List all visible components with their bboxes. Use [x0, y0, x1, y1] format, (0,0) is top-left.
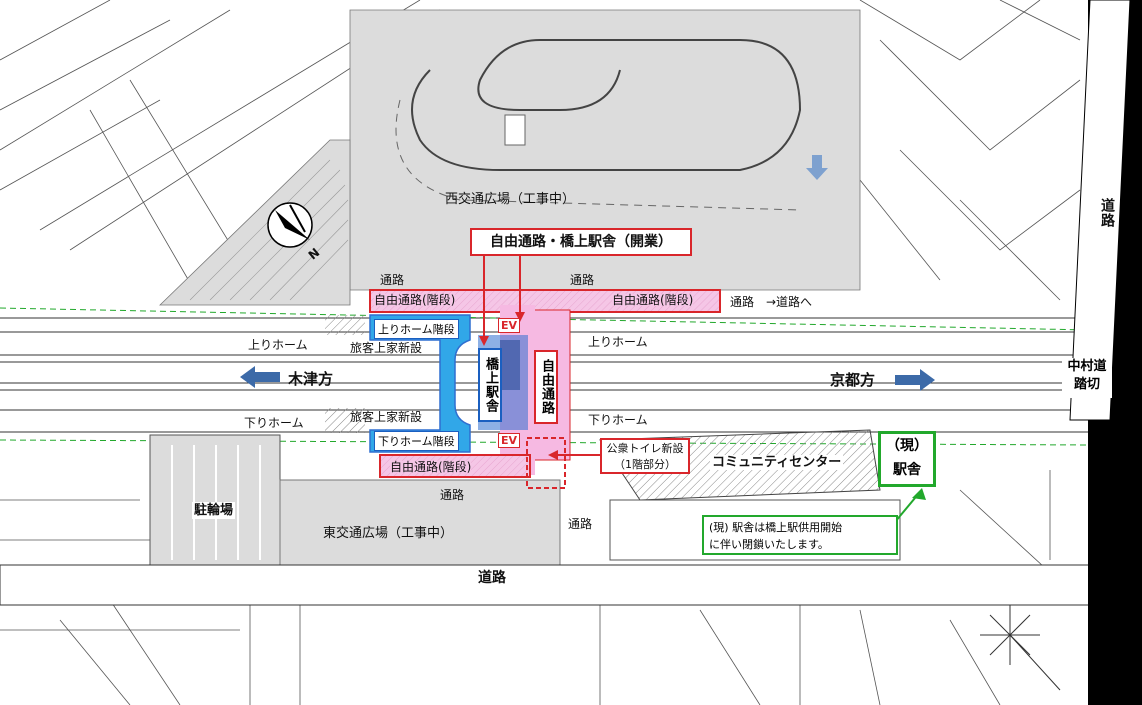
callout-arrowheads [479, 312, 558, 460]
up-platform-stairs-label: 上りホーム階段 [374, 319, 459, 339]
plaza-dashed-line [395, 99, 801, 211]
free-passage-label: 自由通路 [534, 350, 558, 424]
road-label-bottom2: 通路 [568, 517, 593, 531]
road-label-bottom: 通路 [440, 488, 465, 502]
east-plaza-area [279, 479, 561, 571]
west-plaza-label: 西交通広場（工事中） [445, 192, 576, 207]
roof-up-hatch [325, 315, 365, 335]
closure-note-box: (現) 駅舎は橋上駅供用開始 に伴い閉鎖いたします。 [702, 515, 898, 555]
roof-new-up-label: 旅客上家新設 [350, 341, 423, 355]
road-label-top-right: 通路 [570, 273, 595, 287]
kizu-direction-label: 木津方 [288, 370, 334, 388]
compass-rose-icon [980, 605, 1061, 691]
closure-note-arrowhead [912, 488, 926, 500]
arrow-kyoto-icon [895, 369, 935, 391]
road-right [1069, 0, 1131, 421]
nakamura-crossing-label: 中村道踏切 [1062, 358, 1112, 398]
right-road-label: 道路 [1099, 198, 1115, 228]
title-callout: 自由通路・橋上駅舎（開業） [470, 228, 692, 256]
plaza-shelter [504, 114, 526, 146]
compass-line [289, 204, 306, 233]
roof-down-hatch [325, 408, 365, 433]
current-station-line2: 駅舎 [893, 462, 921, 478]
down-platform-label-right: 下りホーム [588, 413, 648, 427]
toilet-callout: 公衆トイレ新設 （1階部分） [600, 438, 690, 474]
community-center-lot [609, 499, 901, 561]
road-to-label: 通路 →道路へ [730, 295, 813, 309]
roof-new-down-label: 旅客上家新設 [350, 410, 423, 424]
community-center-label: コミュニティセンター [710, 455, 844, 470]
station-concourse-blue [369, 314, 471, 453]
up-platform-label-left: 上りホーム [248, 338, 308, 352]
main-road-label: 道路 [478, 570, 506, 586]
current-station-box: （現） 駅舎 [878, 431, 936, 487]
free-passage-stairs-bottom: 自由通路(階段) [390, 460, 472, 474]
bridge-station-label: 橋上駅舎 [478, 348, 502, 422]
bicycle-parking-label: 駐輪場 [192, 502, 236, 519]
kyoto-direction-label: 京都方 [830, 371, 876, 389]
east-plaza-label: 東交通広場（工事中） [323, 526, 454, 541]
parking-area-left [159, 139, 351, 306]
closure-note-line2: に伴い閉鎖いたします。 [709, 538, 829, 551]
toilet-line1: 公衆トイレ新設 [606, 442, 684, 455]
down-platform-label-left: 下りホーム [244, 416, 304, 430]
station-stairwell [500, 340, 520, 390]
ev-top: EV [498, 318, 520, 333]
closure-note-line1: (現) 駅舎は橋上駅供用開始 [709, 521, 843, 534]
compass-needle [275, 210, 310, 240]
free-passage-stairs-right: 自由通路(階段) [612, 293, 694, 307]
plaza-flow-arrow-icon [806, 155, 828, 180]
free-passage-stairs-left: 自由通路(階段) [374, 293, 456, 307]
main-road [0, 564, 1091, 606]
toilet-dashed-area [526, 437, 566, 489]
bus-loop-road [411, 39, 802, 171]
down-platform-stairs-label: 下りホーム階段 [374, 431, 459, 451]
background-linework [0, 0, 1081, 705]
arrow-kizu-icon [240, 366, 280, 388]
toilet-line2: （1階部分） [614, 458, 676, 471]
road-label-top-left: 通路 [380, 273, 405, 287]
up-platform-label-right: 上りホーム [588, 335, 648, 349]
ev-bottom: EV [498, 433, 520, 448]
current-station-line1: （現） [886, 438, 928, 454]
callout-arrows [483, 255, 600, 456]
